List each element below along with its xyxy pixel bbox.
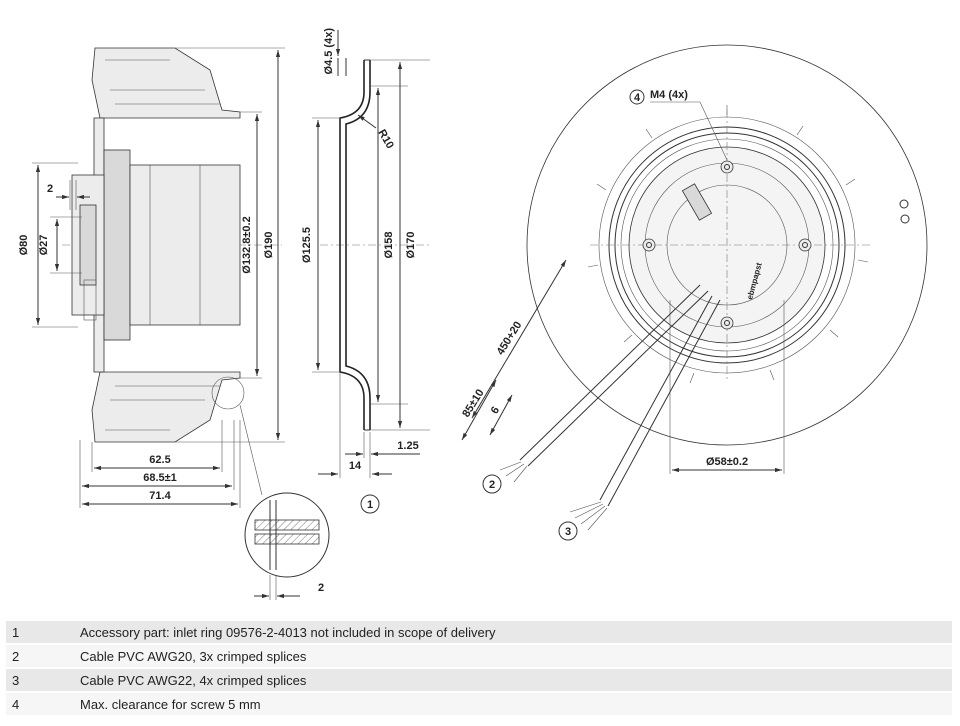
inlet-ring-view: Ø4.5 (4x) R10 Ø125.5 Ø158 Ø170 14 1.25 1 xyxy=(301,28,430,514)
dim-strip6: 6 xyxy=(489,405,502,417)
note-row: 4 Max. clearance for screw 5 mm xyxy=(6,692,952,717)
dim-d125: Ø125.5 xyxy=(301,227,313,263)
note-number: 1 xyxy=(6,621,74,645)
dim-w2: 2 xyxy=(47,183,53,195)
dim-t125: 1.25 xyxy=(397,440,418,452)
note-text: Cable PVC AWG20, 3x crimped splices xyxy=(74,644,952,669)
lower-blade xyxy=(91,371,241,443)
dim-w71: 71.4 xyxy=(149,490,171,502)
dim-d58: Ø58±0.2 xyxy=(706,456,748,468)
dim-w62: 62.5 xyxy=(149,454,170,466)
callout-1: 1 xyxy=(367,499,373,511)
dim-w68: 68.5±1 xyxy=(143,472,177,484)
callout-4: 4 xyxy=(634,92,641,104)
note-number: 2 xyxy=(6,644,74,669)
callout-2: 2 xyxy=(489,479,495,491)
note-text: Cable PVC AWG22, 4x crimped splices xyxy=(74,668,952,693)
cables xyxy=(499,284,721,531)
dim-hole: Ø4.5 (4x) xyxy=(323,28,335,75)
detail-gap: 2 xyxy=(318,582,324,594)
side-view: Ø80 Ø27 2 Ø132.8±0.2 Ø190 62.5 68.5±1 71… xyxy=(18,47,285,508)
dim-m4: M4 (4x) xyxy=(650,89,688,101)
note-row: 2 Cable PVC AWG20, 3x crimped splices xyxy=(6,644,952,669)
dim-d80: Ø80 xyxy=(18,235,30,256)
dim-d170: Ø170 xyxy=(405,232,417,259)
upper-blade xyxy=(91,47,241,119)
detail-view: 2 xyxy=(244,492,330,600)
dim-d158: Ø158 xyxy=(383,232,395,259)
dim-w14: 14 xyxy=(349,460,362,472)
mount-screws xyxy=(642,160,812,330)
note-text: Max. clearance for screw 5 mm xyxy=(74,692,952,717)
note-row: 1 Accessory part: inlet ring 09576-2-401… xyxy=(6,621,952,645)
note-number: 3 xyxy=(6,668,74,693)
note-number: 4 xyxy=(6,692,74,717)
notes-table: 1 Accessory part: inlet ring 09576-2-401… xyxy=(6,621,952,717)
motor-housing xyxy=(129,164,241,326)
dim-d27: Ø27 xyxy=(38,235,50,256)
note-row: 3 Cable PVC AWG22, 4x crimped splices xyxy=(6,668,952,693)
motor-flange xyxy=(103,149,131,341)
front-view: ebmpapst Ø58±0.2 4 M4 (4x) 4 xyxy=(460,44,928,541)
ring-inner-profile xyxy=(339,60,365,430)
dim-d190: Ø190 xyxy=(263,232,275,259)
technical-drawing: Ø80 Ø27 2 Ø132.8±0.2 Ø190 62.5 68.5±1 71… xyxy=(18,28,928,600)
dim-d132: Ø132.8±0.2 xyxy=(241,216,253,273)
callout-3: 3 xyxy=(565,526,571,538)
note-text: Accessory part: inlet ring 09576-2-4013 … xyxy=(74,621,952,645)
